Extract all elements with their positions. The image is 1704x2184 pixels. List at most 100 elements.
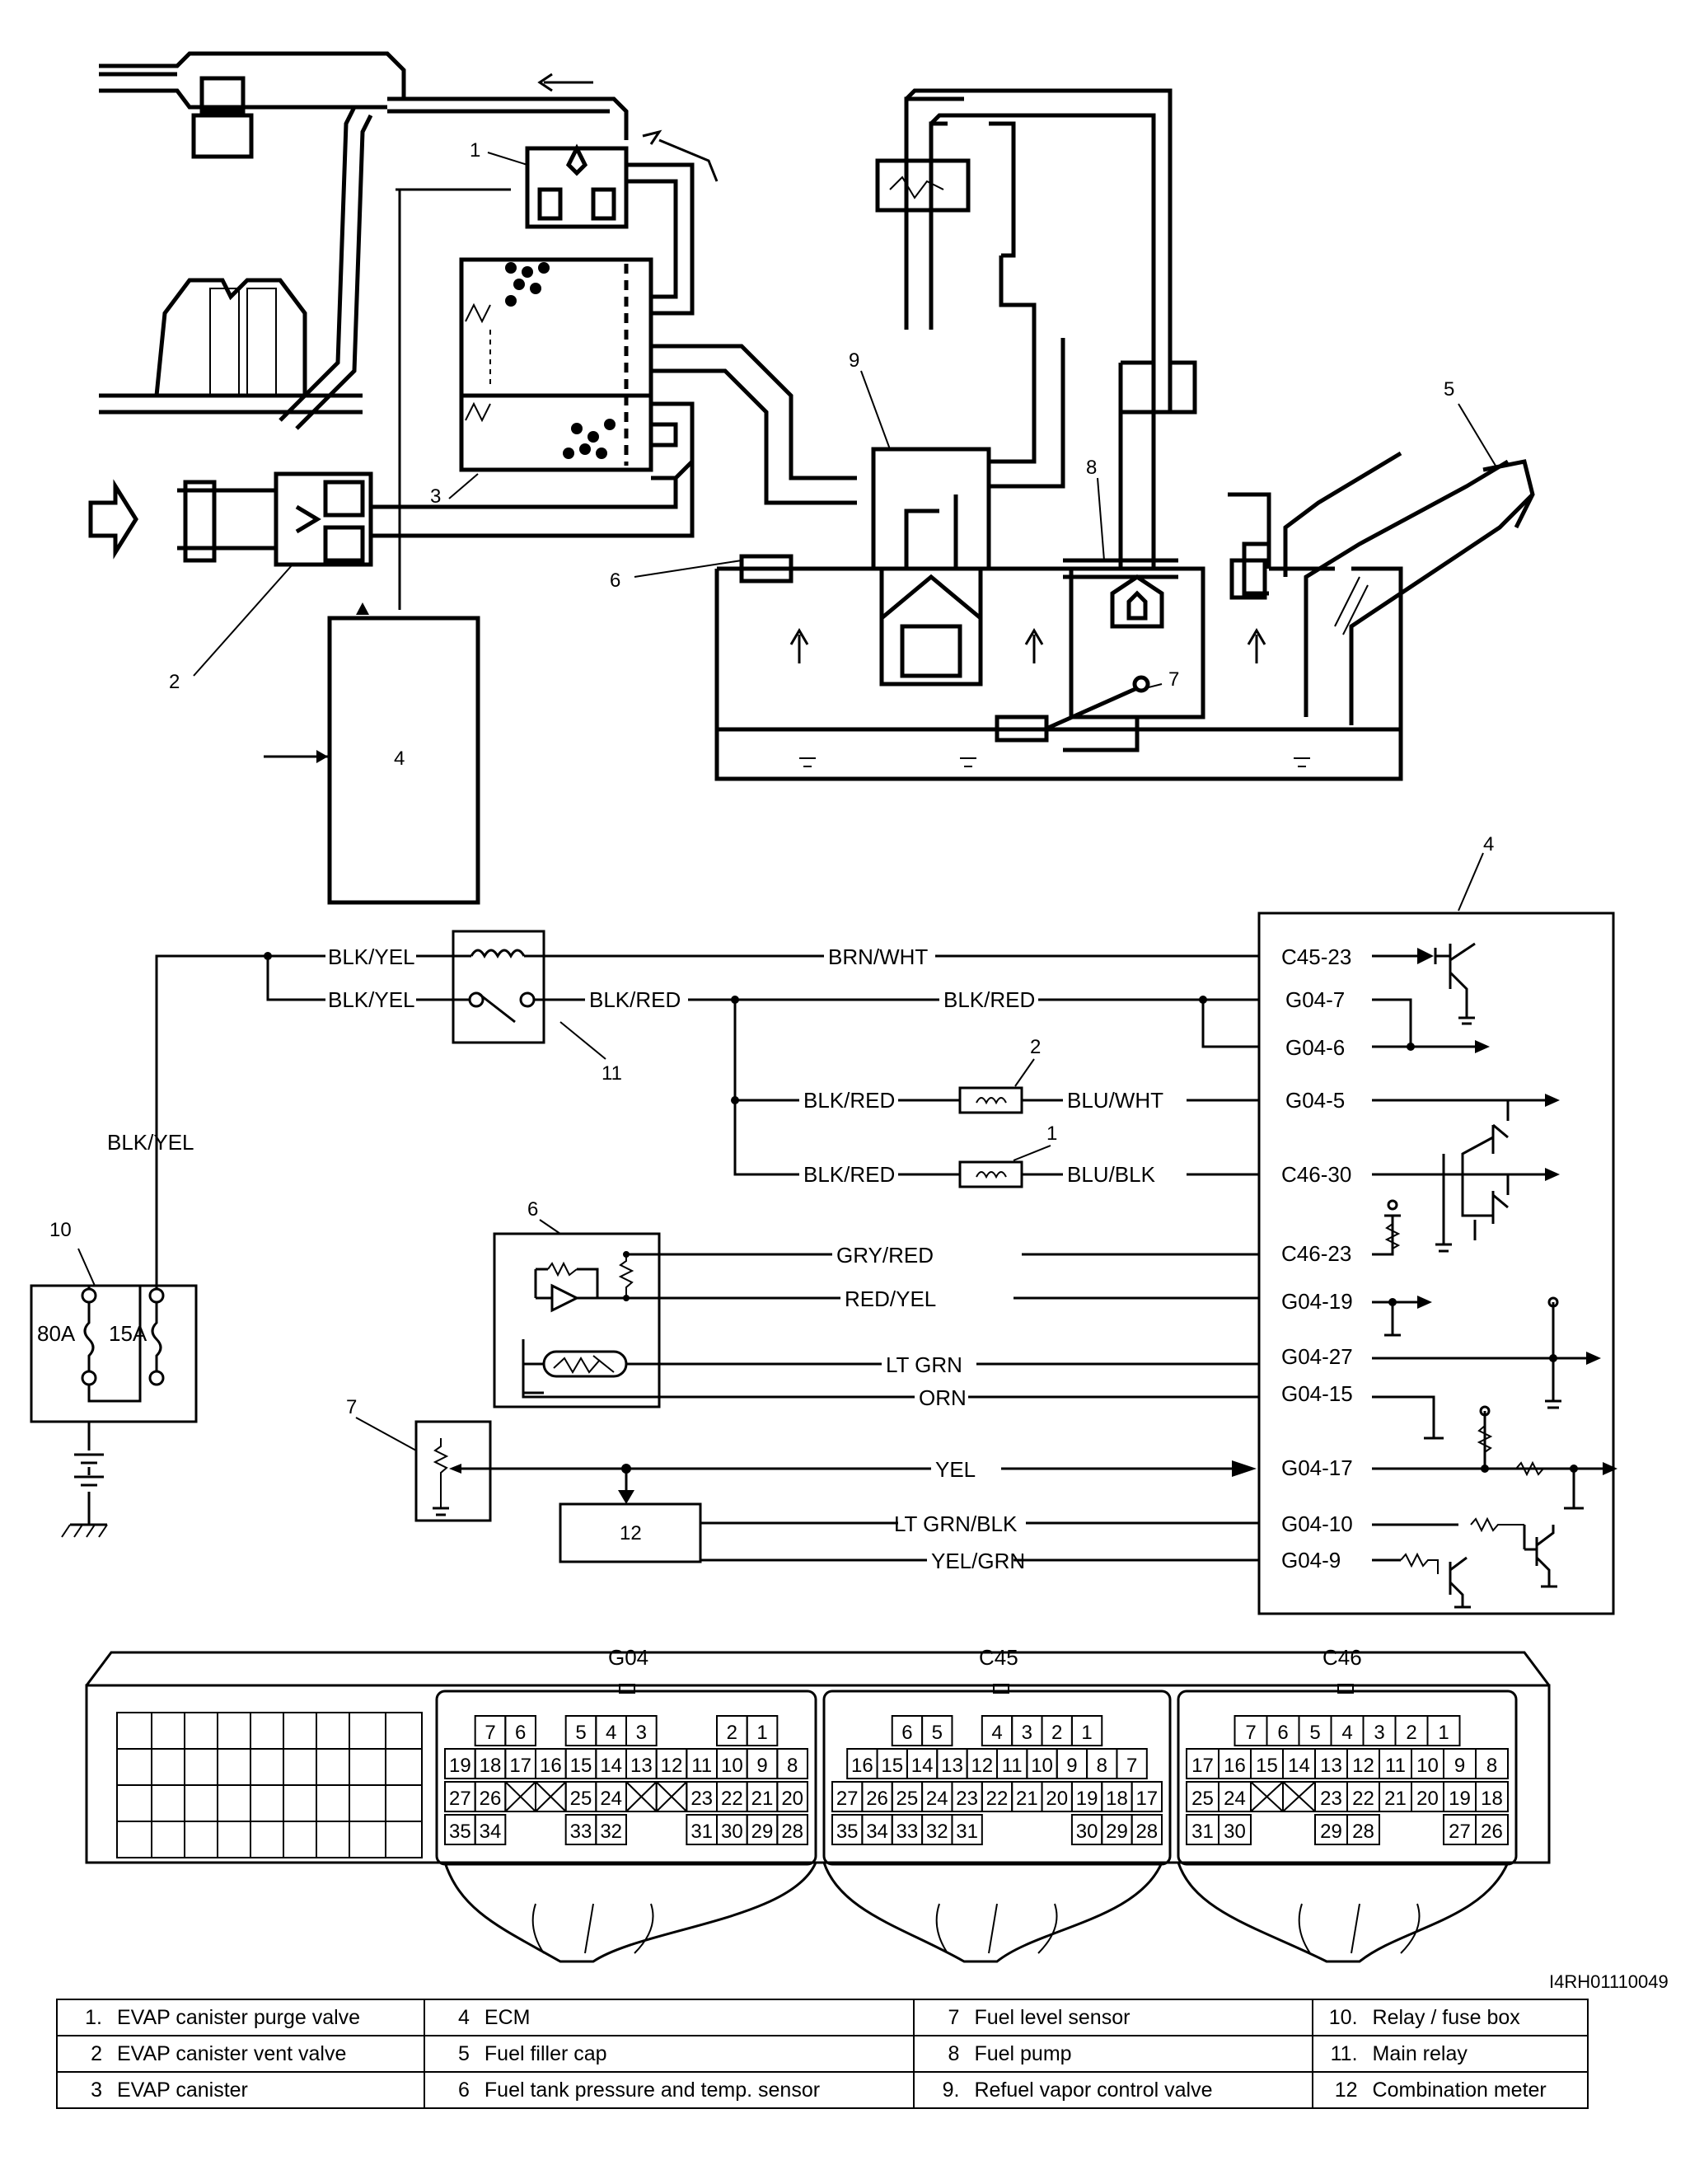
connector-c46-label: C46 <box>1322 1645 1362 1670</box>
wire-label-blu-wht: BLU/WHT <box>1067 1088 1163 1113</box>
connector-pin-number: 32 <box>926 1821 948 1843</box>
wire-label-blk-red-main: BLK/RED <box>589 987 681 1012</box>
callout-9-top: 9 <box>849 349 859 372</box>
connector-pin-number: 2 <box>1051 1722 1062 1744</box>
legend-text: Fuel filler cap <box>484 2041 607 2065</box>
terminal-g04-19: G04-19 <box>1281 1289 1353 1314</box>
wire-label-lt-grn: LT GRN <box>886 1352 962 1377</box>
callout-3-top: 3 <box>430 485 441 508</box>
wire-label-orn: ORN <box>919 1385 967 1410</box>
connector-pin-number: 17 <box>1191 1755 1214 1777</box>
connector-pin-number: 25 <box>1191 1788 1214 1810</box>
terminal-g04-10: G04-10 <box>1281 1511 1353 1536</box>
fuel-pump <box>995 412 1205 752</box>
main-relay: 11 BLK/YEL BLK/YEL BRN/WHT BLK/RED <box>264 930 1259 1085</box>
connector-pin-number: 23 <box>1320 1788 1342 1810</box>
relay-fuse-box: 10 80A 15A BLK/YEL <box>30 954 268 1538</box>
wire-label-lt-grn-blk: LT GRN/BLK <box>894 1511 1018 1536</box>
connector-pin-number: 14 <box>911 1755 934 1777</box>
connector-pin-number: 20 <box>1046 1788 1068 1810</box>
connector-pin-blocked <box>535 1781 567 1812</box>
connector-pin-blocked <box>655 1781 688 1812</box>
legend-entry: 11.Main relay <box>1311 2035 1589 2073</box>
callout-7-top: 7 <box>1168 668 1179 691</box>
connector-pin-number: 16 <box>1224 1755 1246 1777</box>
refuel-vapor-control-valve <box>871 88 1197 571</box>
connector-pin-number: 27 <box>449 1788 471 1810</box>
legend-number: 8 <box>948 2041 960 2065</box>
legend-text: Main relay <box>1372 2041 1468 2065</box>
connector-pin-number: 10 <box>1416 1755 1439 1777</box>
connector-pin-number: 24 <box>600 1788 622 1810</box>
connector-pin-number: 11 <box>1002 1755 1023 1777</box>
connector-pin-number: 27 <box>1449 1821 1471 1843</box>
connector-pin-number: 6 <box>901 1722 912 1744</box>
terminal-c46-30: C46-30 <box>1281 1162 1351 1187</box>
legend-number: 4 <box>458 2005 470 2029</box>
ecm-terminals: C45-23 G04-7 G04-6 G04-5 C46-30 C46-23 G… <box>1281 944 1353 1572</box>
connector-pin-cell <box>1426 1715 1461 1746</box>
combination-meter: 12 LT GRN/BLK YEL/GRN <box>559 1502 1259 1573</box>
terminal-g04-27: G04-27 <box>1281 1344 1353 1369</box>
legend-entry: 12 Combination meter <box>1311 2071 1589 2109</box>
connector-pin-cell <box>776 1781 808 1812</box>
connector-pin-number: 27 <box>836 1788 859 1810</box>
connector-pin-number: 3 <box>636 1722 647 1744</box>
legend-text: EVAP canister vent valve <box>117 2041 347 2065</box>
legend-number: 12 <box>1334 2078 1358 2102</box>
connector-pin-number: 21 <box>751 1788 774 1810</box>
wire-label-blk-red-b1: BLK/RED <box>803 1088 895 1113</box>
callout-11: 11 <box>602 1062 622 1085</box>
callout-2-top: 2 <box>169 671 180 693</box>
ecm-outline: 4 <box>1257 833 1615 1615</box>
legend-text: Relay / fuse box <box>1372 2005 1520 2029</box>
connector-c45-label: C45 <box>979 1645 1018 1670</box>
connector-pin-number: 7 <box>485 1722 495 1744</box>
connector-pin-cell <box>474 1814 507 1845</box>
connector-pin-blocked <box>1282 1781 1316 1812</box>
wire-label-blk-yel-vertical: BLK/YEL <box>107 1130 194 1155</box>
blk-red-branches: BLK/RED BLK/RED BLK/RED 2 1 BLU/WHT BLU/… <box>688 987 1259 1188</box>
connector-pin-cell <box>776 1814 808 1845</box>
connector-pin-number: 10 <box>721 1755 743 1777</box>
image-code: I4RH01110049 <box>1549 1971 1669 1992</box>
terminal-g04-15: G04-15 <box>1281 1381 1353 1406</box>
connector-pin-number: 3 <box>1022 1722 1032 1744</box>
connector-pin-number: 5 <box>575 1722 586 1744</box>
callout-5-top: 5 <box>1444 378 1454 401</box>
fuel-level-sensor-circuit: 7 YEL <box>346 1396 1257 1522</box>
connector-pin-number: 11 <box>691 1755 712 1777</box>
connector-pin-blocked <box>1250 1781 1284 1812</box>
wire-label-red-yel: RED/YEL <box>845 1286 936 1311</box>
legend-text: Combination meter <box>1372 2078 1547 2102</box>
connector-pin-cell <box>595 1814 627 1845</box>
connector-pin-number: 31 <box>690 1821 713 1843</box>
callout-1-top: 1 <box>470 139 480 162</box>
connector-pin-number: 4 <box>991 1722 1002 1744</box>
wire-label-yel-grn: YEL/GRN <box>931 1549 1025 1573</box>
connector-pin-number: 22 <box>1352 1788 1374 1810</box>
connector-pin-number: 17 <box>509 1755 531 1777</box>
connector-pin-number: 6 <box>1277 1722 1288 1744</box>
connector-pin-number: 13 <box>941 1755 963 1777</box>
connector-pin-number: 30 <box>1224 1821 1246 1843</box>
callout-8-top: 8 <box>1086 457 1097 479</box>
terminal-g04-6: G04-6 <box>1285 1035 1345 1060</box>
wire-label-blk-yel-1: BLK/YEL <box>328 944 415 969</box>
connector-pin-number: 35 <box>836 1821 859 1843</box>
legend-entry: 10.Relay / fuse box <box>1311 1999 1589 2036</box>
connector-pin-number: 15 <box>570 1755 592 1777</box>
callout-10: 10 <box>49 1219 72 1241</box>
connector-pin-number: 5 <box>1309 1722 1320 1744</box>
terminal-g04-7: G04-7 <box>1285 987 1345 1012</box>
callout-6-top: 6 <box>610 569 620 592</box>
connector-pin-number: 24 <box>1224 1788 1246 1810</box>
vent-valve <box>88 188 695 610</box>
